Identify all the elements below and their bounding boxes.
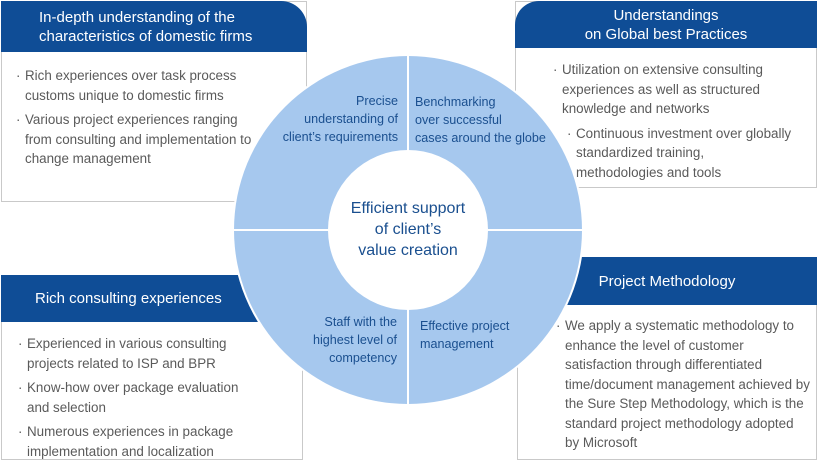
ring-center-label: Efficient support of client’s value crea… bbox=[328, 198, 488, 261]
quadrant-label-benchmarking: Benchmarking over successful cases aroun… bbox=[415, 93, 565, 147]
quadrant-line: Benchmarking bbox=[415, 95, 496, 109]
list-item: Utilization on extensive consulting expe… bbox=[553, 60, 793, 119]
ring-center-disc bbox=[328, 150, 488, 310]
center-line: Efficient support bbox=[350, 200, 466, 217]
panel-global-practices-title-line-1: Understandings bbox=[613, 6, 719, 24]
quadrant-line: competency bbox=[329, 351, 397, 365]
panel-project-methodology-list: We apply a systematic methodology to enh… bbox=[556, 316, 811, 458]
quadrant-line: management bbox=[420, 337, 494, 351]
panel-consulting-experiences-list: Experienced in various consulting projec… bbox=[18, 334, 263, 466]
list-item: Numerous experiences in package implemen… bbox=[18, 422, 263, 461]
quadrant-label-project-management: Effective project management bbox=[420, 317, 550, 353]
center-line: value creation bbox=[358, 242, 458, 259]
quadrant-line: over successful bbox=[415, 113, 502, 127]
panel-global-practices-header: Understandings on Global best Practices bbox=[515, 1, 817, 48]
quadrant-line: Staff with the bbox=[324, 315, 397, 329]
panel-project-methodology-title: Project Methodology bbox=[598, 272, 736, 290]
panel-global-practices-title-line-2: on Global best Practices bbox=[584, 25, 748, 43]
quadrant-label-staff-competency: Staff with the highest level of competen… bbox=[270, 313, 397, 367]
list-item: Various project experiences ranging from… bbox=[16, 110, 256, 169]
quadrant-line: Effective project bbox=[420, 319, 510, 333]
panel-domestic-firms-title-line-2: characteristics of domestic firms bbox=[39, 27, 253, 45]
center-line: of client’s bbox=[374, 221, 442, 238]
list-item: Know-how over package evaluation and sel… bbox=[18, 378, 263, 417]
quadrant-line: understanding of bbox=[304, 112, 398, 126]
panel-domestic-firms-list: Rich experiences over task process custo… bbox=[16, 66, 256, 174]
list-item: Experienced in various consulting projec… bbox=[18, 334, 263, 373]
quadrant-line: cases around the globe bbox=[415, 131, 546, 145]
panel-domestic-firms-header: In-depth understanding of the characteri… bbox=[1, 1, 307, 52]
list-item: Continuous investment over globally stan… bbox=[567, 124, 793, 183]
quadrant-line: client’s requirements bbox=[282, 130, 398, 144]
panel-consulting-experiences-title: Rich consulting experiences bbox=[35, 290, 222, 307]
quadrant-label-client-requirements: Precise understanding of client’s requir… bbox=[262, 92, 398, 146]
list-item: We apply a systematic methodology to enh… bbox=[556, 316, 811, 453]
quadrant-line: highest level of bbox=[312, 333, 397, 347]
quadrant-line: Precise bbox=[356, 94, 398, 108]
panel-global-practices-list: Utilization on extensive consulting expe… bbox=[553, 60, 793, 187]
panel-domestic-firms-title-line-1: In-depth understanding of the bbox=[39, 8, 235, 26]
list-item: Rich experiences over task process custo… bbox=[16, 66, 256, 105]
